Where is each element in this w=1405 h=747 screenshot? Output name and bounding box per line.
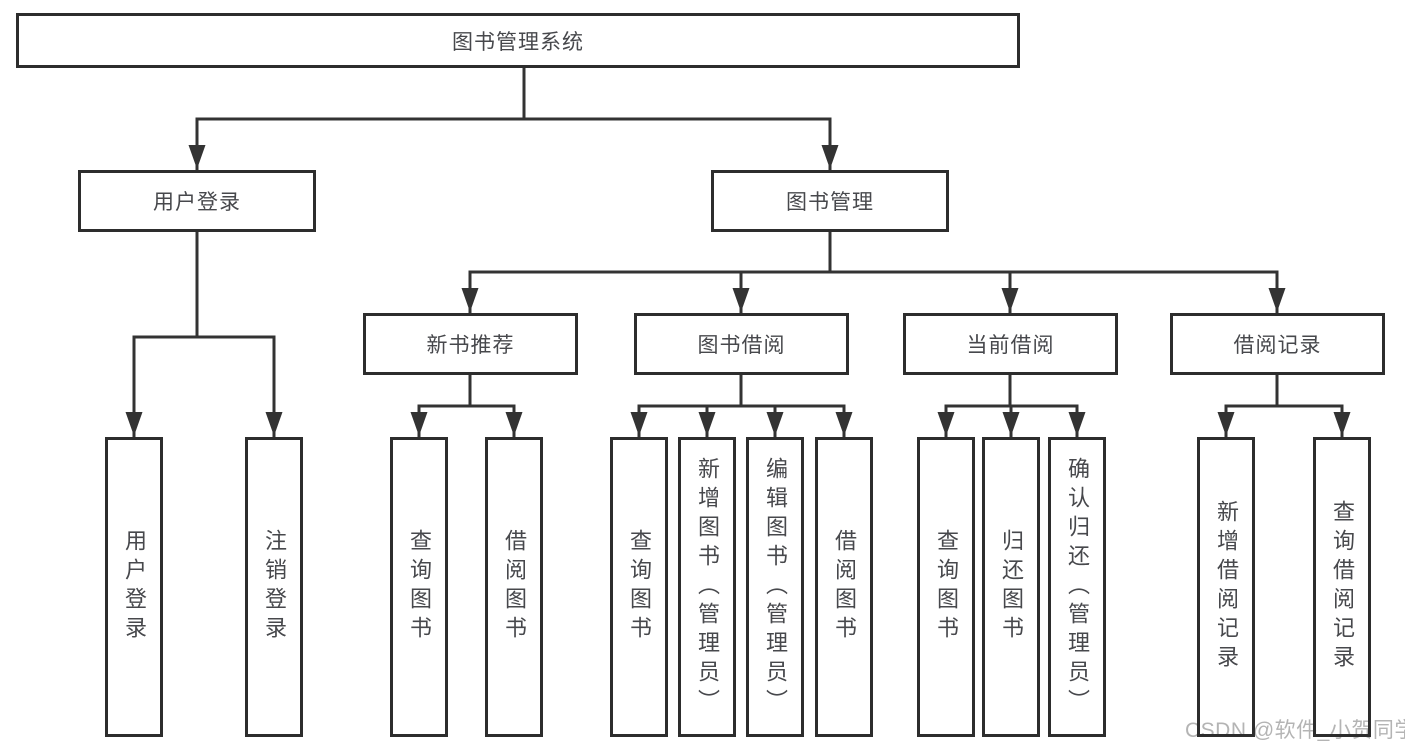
leaf-query-books-recommend: 查询图书 [390, 437, 448, 737]
leaf-user-login: 用户登录 [105, 437, 163, 737]
node-library-system: 图书管理系统 [16, 13, 1020, 68]
node-user-login: 用户登录 [78, 170, 316, 232]
leaf-borrow-books-borrowing-label: 借阅图书 [832, 529, 857, 645]
leaf-borrow-books-recommend-label: 借阅图书 [502, 529, 527, 645]
leaf-edit-book-admin: 编辑图书（管理员） [746, 437, 804, 737]
node-current-borrowing: 当前借阅 [903, 313, 1118, 375]
node-book-borrowing: 图书借阅 [634, 313, 849, 375]
leaf-return-books-label: 归还图书 [999, 529, 1024, 645]
leaf-add-book-admin-label: 新增图书（管理员） [695, 456, 720, 718]
leaf-query-books-current-label: 查询图书 [934, 529, 959, 645]
leaf-query-borrow-record: 查询借阅记录 [1313, 437, 1371, 737]
leaf-return-books: 归还图书 [982, 437, 1040, 737]
leaf-add-borrow-record: 新增借阅记录 [1197, 437, 1255, 737]
leaf-confirm-return-admin-label: 确认归还（管理员） [1065, 456, 1090, 718]
leaf-query-books-borrowing-label: 查询图书 [627, 529, 652, 645]
leaf-logout: 注销登录 [245, 437, 303, 737]
leaf-query-borrow-record-label: 查询借阅记录 [1330, 500, 1355, 674]
leaf-borrow-books-recommend: 借阅图书 [485, 437, 543, 737]
leaf-confirm-return-admin: 确认归还（管理员） [1048, 437, 1106, 737]
leaf-edit-book-admin-label: 编辑图书（管理员） [763, 456, 788, 718]
leaf-add-borrow-record-label: 新增借阅记录 [1214, 500, 1239, 674]
leaf-query-books-recommend-label: 查询图书 [407, 529, 432, 645]
node-new-book-recommendation: 新书推荐 [363, 313, 578, 375]
node-book-management: 图书管理 [711, 170, 949, 232]
leaf-add-book-admin: 新增图书（管理员） [678, 437, 736, 737]
node-borrowing-records: 借阅记录 [1170, 313, 1385, 375]
leaf-borrow-books-borrowing: 借阅图书 [815, 437, 873, 737]
leaf-logout-label: 注销登录 [262, 529, 287, 645]
leaf-query-books-current: 查询图书 [917, 437, 975, 737]
leaf-user-login-label: 用户登录 [122, 529, 147, 645]
leaf-query-books-borrowing: 查询图书 [610, 437, 668, 737]
